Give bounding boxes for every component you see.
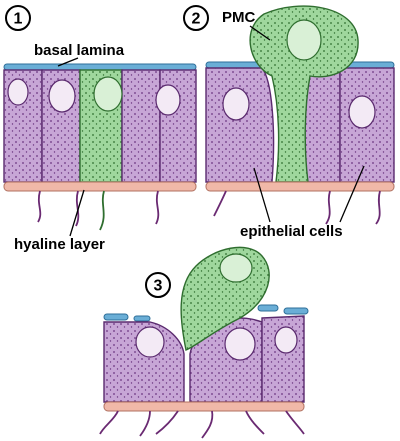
panel-1: 1 basal lamina hyaline layer [3, 5, 197, 253]
panel-2: 2 PMC epithelial cells [183, 5, 395, 240]
leader-epithelial-right [339, 165, 365, 223]
nuclei-2 [222, 87, 376, 129]
epithelial-layer-2 [205, 67, 395, 183]
label-basal-lamina: basal lamina [34, 42, 125, 59]
label-pmc: PMC [222, 9, 256, 26]
panel-number-circle-3 [145, 272, 171, 298]
cilia-3 [99, 410, 305, 439]
leader-pmc [249, 25, 271, 41]
basal-lamina-band-1 [3, 63, 197, 71]
panel-number-3: 3 [154, 278, 163, 295]
pmc-cilium-1 [99, 190, 105, 231]
pmc-nucleus-1 [93, 76, 123, 112]
panel-3: 3 [99, 246, 309, 439]
leader-hyaline-layer [69, 189, 85, 237]
panel-number-circle-2 [183, 5, 209, 31]
pmc-nucleus-3 [219, 253, 253, 283]
label-epithelial-cells: epithelial cells [240, 223, 343, 240]
panel-number-1: 1 [14, 11, 23, 28]
hyaline-layer-band-3 [103, 401, 305, 412]
panel-number-circle-1 [5, 5, 31, 31]
hyaline-layer-band-2 [205, 181, 395, 192]
pmc-cell-2 [249, 5, 359, 183]
panel-number-2: 2 [192, 11, 201, 28]
leader-basal-lamina [57, 57, 79, 67]
cilia-1 [37, 190, 160, 227]
nuclei-3 [135, 326, 298, 361]
cilia-2 [213, 190, 381, 225]
nuclei-1 [7, 78, 181, 116]
label-hyaline-layer: hyaline layer [14, 236, 105, 253]
leader-epithelial-left [253, 167, 271, 223]
pmc-nucleus-2 [286, 19, 322, 61]
hyaline-layer-band-1 [3, 181, 197, 192]
basal-lamina-band-2a [205, 61, 263, 69]
